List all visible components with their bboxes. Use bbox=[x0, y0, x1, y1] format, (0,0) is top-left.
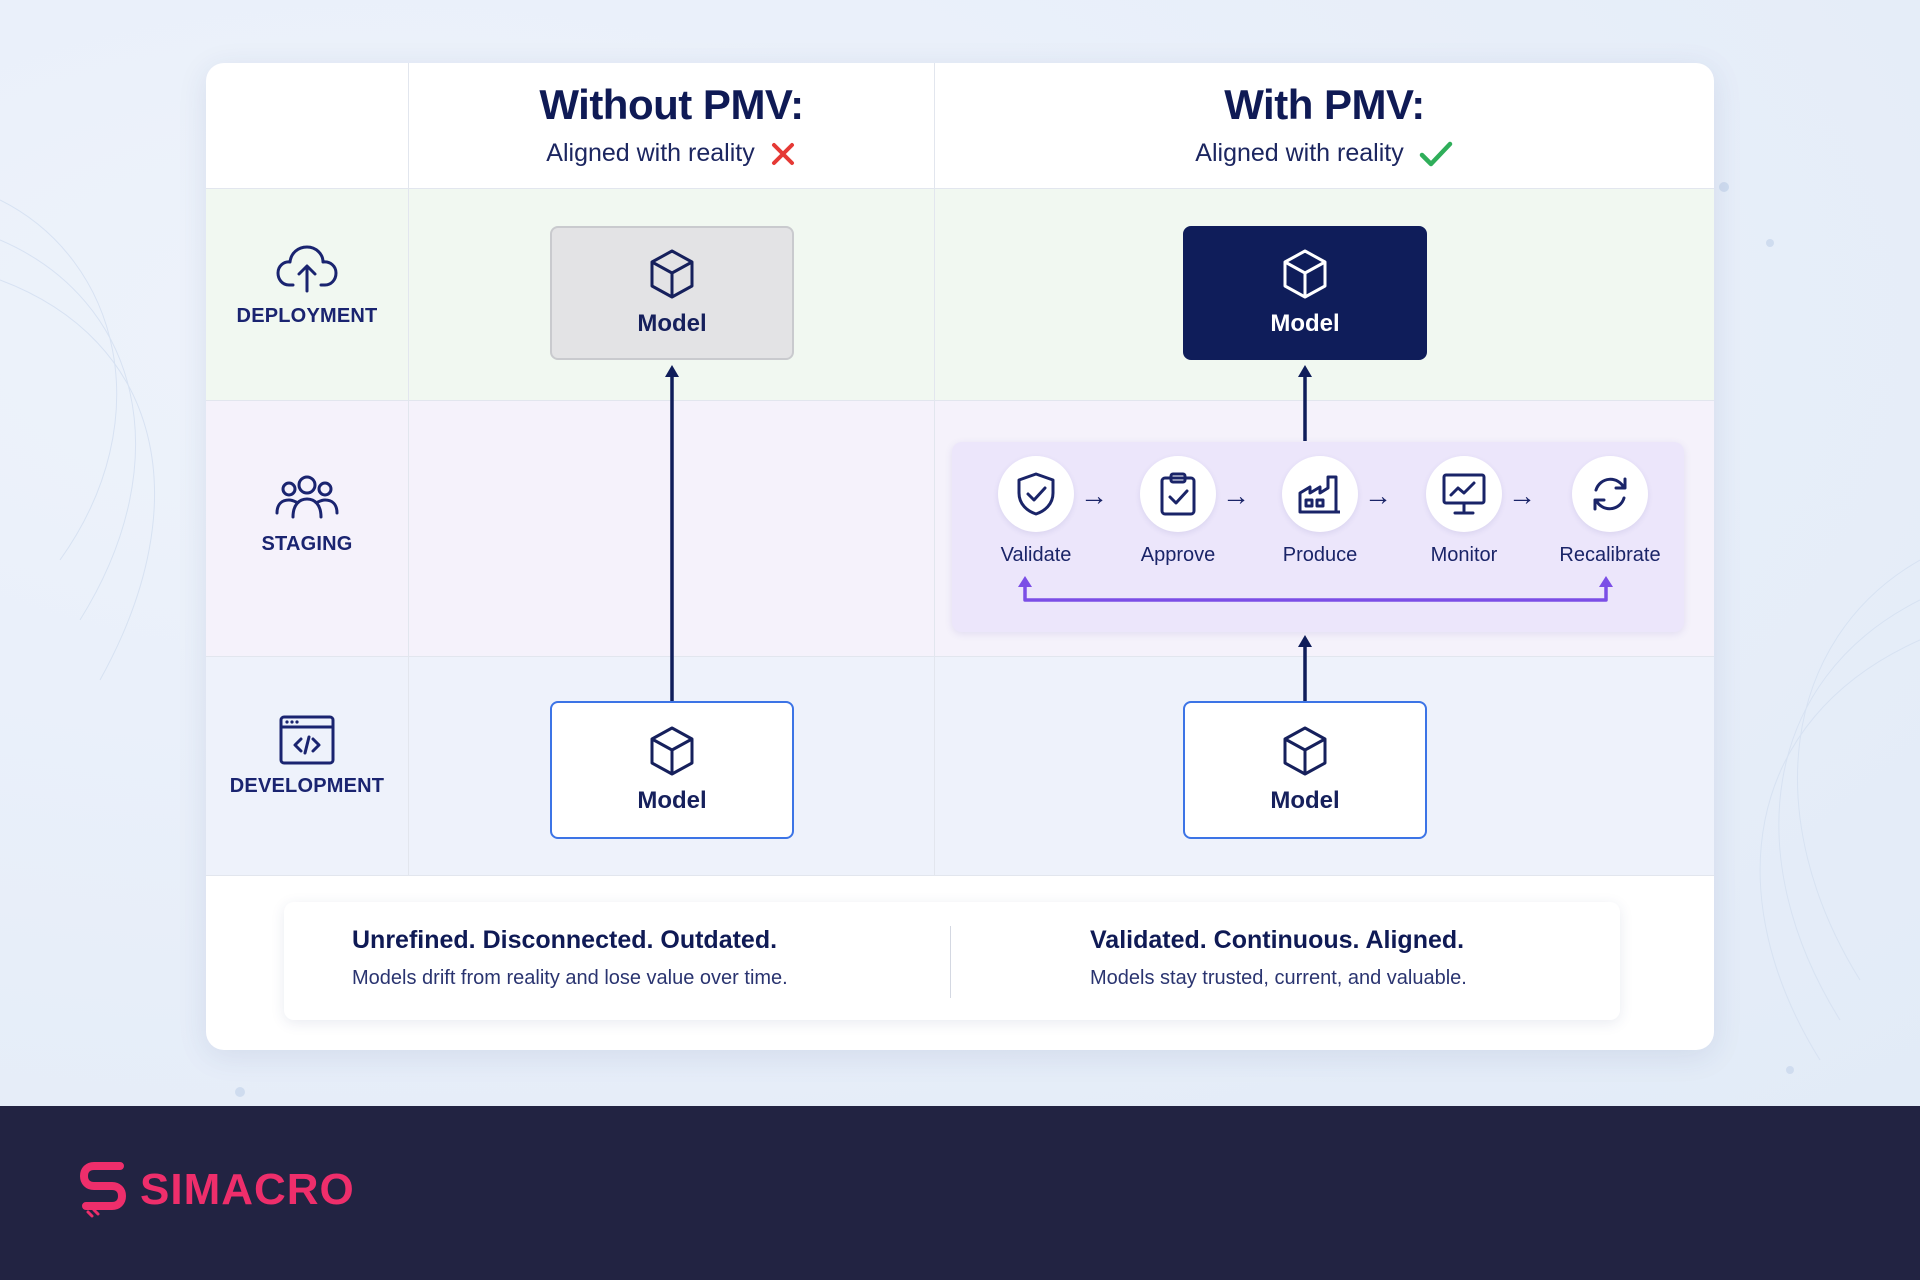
step-label: Produce bbox=[1282, 544, 1358, 566]
monitor-chart-icon bbox=[1442, 473, 1486, 515]
footer-bar bbox=[0, 1106, 1920, 1280]
cloud-upload-icon bbox=[276, 245, 338, 293]
step-label: Validate bbox=[1000, 544, 1072, 566]
arrow-up bbox=[665, 365, 679, 761]
pipeline-step-monitor: Monitor bbox=[1404, 456, 1524, 567]
column-divider bbox=[408, 63, 409, 875]
summary-without: Unrefined. Disconnected. Outdated. Model… bbox=[352, 926, 788, 990]
model-box-with-deployment: Model bbox=[1183, 226, 1427, 360]
pipeline-step-validate: Validate bbox=[976, 456, 1096, 567]
brand-logo: SIMACRO bbox=[80, 1160, 355, 1220]
refresh-icon bbox=[1593, 477, 1627, 511]
summary-divider bbox=[950, 926, 951, 998]
arrow-up bbox=[1298, 365, 1312, 441]
row-label-staging: STAGING bbox=[206, 471, 408, 556]
column-subtitle-with: Aligned with reality bbox=[935, 139, 1714, 168]
cross-icon bbox=[771, 142, 794, 165]
row-label-text: DEPLOYMENT bbox=[236, 305, 378, 327]
subtitle-text: Aligned with reality bbox=[546, 139, 755, 167]
arrow-up bbox=[1298, 635, 1312, 701]
row-divider bbox=[206, 656, 1714, 657]
cube-icon bbox=[650, 726, 694, 776]
simacro-logo-icon bbox=[80, 1162, 126, 1218]
model-label: Model bbox=[637, 787, 707, 814]
model-box-without-development: Model bbox=[550, 701, 794, 839]
header-with-pmv: With PMV: Aligned with reality bbox=[935, 81, 1714, 168]
cube-icon bbox=[1283, 249, 1327, 299]
step-circle bbox=[1426, 456, 1502, 532]
recalibrate-loop-arrow bbox=[1018, 576, 1613, 602]
pipeline-step-produce: Produce bbox=[1260, 456, 1380, 567]
summary-with: Validated. Continuous. Aligned. Models s… bbox=[1090, 926, 1467, 990]
step-label: Monitor bbox=[1430, 544, 1498, 566]
column-title-without: Without PMV: bbox=[539, 81, 804, 128]
row-label-deployment: DEPLOYMENT bbox=[206, 241, 408, 328]
users-group-icon bbox=[275, 475, 339, 519]
step-circle bbox=[1572, 456, 1648, 532]
background-wave-lines bbox=[0, 182, 1920, 1097]
model-label: Model bbox=[637, 310, 707, 337]
model-label: Model bbox=[1270, 310, 1340, 337]
row-label-text: STAGING bbox=[261, 533, 353, 555]
model-label: Model bbox=[1270, 787, 1340, 814]
column-title-with: With PMV: bbox=[1224, 81, 1425, 128]
row-divider bbox=[206, 400, 1714, 401]
pmv-pipeline: Validate → Approve → bbox=[952, 442, 1684, 632]
row-divider bbox=[206, 188, 1714, 189]
cube-icon bbox=[1283, 726, 1327, 776]
row-label-text: DEVELOPMENT bbox=[229, 775, 385, 797]
code-window-icon bbox=[279, 715, 335, 765]
pipeline-step-recalibrate: Recalibrate bbox=[1550, 456, 1670, 567]
check-icon bbox=[1419, 141, 1452, 166]
summary-heading: Validated. Continuous. Aligned. bbox=[1090, 926, 1465, 954]
clipboard-check-icon bbox=[1160, 472, 1196, 516]
comparison-card: Without PMV: Aligned with reality With P… bbox=[206, 63, 1714, 1050]
header-without-pmv: Without PMV: Aligned with reality bbox=[409, 81, 934, 168]
step-arrow: → bbox=[1508, 480, 1536, 511]
model-box-without-deployment: Model bbox=[550, 226, 794, 360]
deployment-band bbox=[206, 188, 1714, 400]
cube-icon bbox=[650, 249, 694, 299]
summary-text: Models stay trusted, current, and valuab… bbox=[1090, 967, 1467, 989]
row-divider bbox=[206, 875, 1714, 876]
step-circle bbox=[998, 456, 1074, 532]
summary-text: Models drift from reality and lose value… bbox=[352, 967, 788, 989]
shield-check-icon bbox=[1017, 472, 1055, 516]
summary-heading: Unrefined. Disconnected. Outdated. bbox=[352, 926, 778, 954]
column-divider bbox=[934, 63, 935, 875]
step-circle bbox=[1140, 456, 1216, 532]
column-subtitle-without: Aligned with reality bbox=[409, 139, 934, 168]
step-circle bbox=[1282, 456, 1358, 532]
model-box-with-development: Model bbox=[1183, 701, 1427, 839]
development-band bbox=[206, 656, 1714, 875]
brand-name: SIMACRO bbox=[140, 1165, 355, 1214]
subtitle-text: Aligned with reality bbox=[1195, 139, 1404, 167]
pipeline-step-approve: Approve bbox=[1118, 456, 1238, 567]
step-arrow: → bbox=[1364, 480, 1392, 511]
row-label-development: DEVELOPMENT bbox=[206, 713, 408, 798]
summary-panel: Unrefined. Disconnected. Outdated. Model… bbox=[284, 902, 1620, 1020]
factory-icon bbox=[1298, 475, 1340, 514]
step-label: Approve bbox=[1140, 544, 1216, 566]
step-label: Recalibrate bbox=[1559, 544, 1661, 566]
step-arrow: → bbox=[1080, 480, 1108, 511]
step-arrow: → bbox=[1222, 480, 1250, 511]
